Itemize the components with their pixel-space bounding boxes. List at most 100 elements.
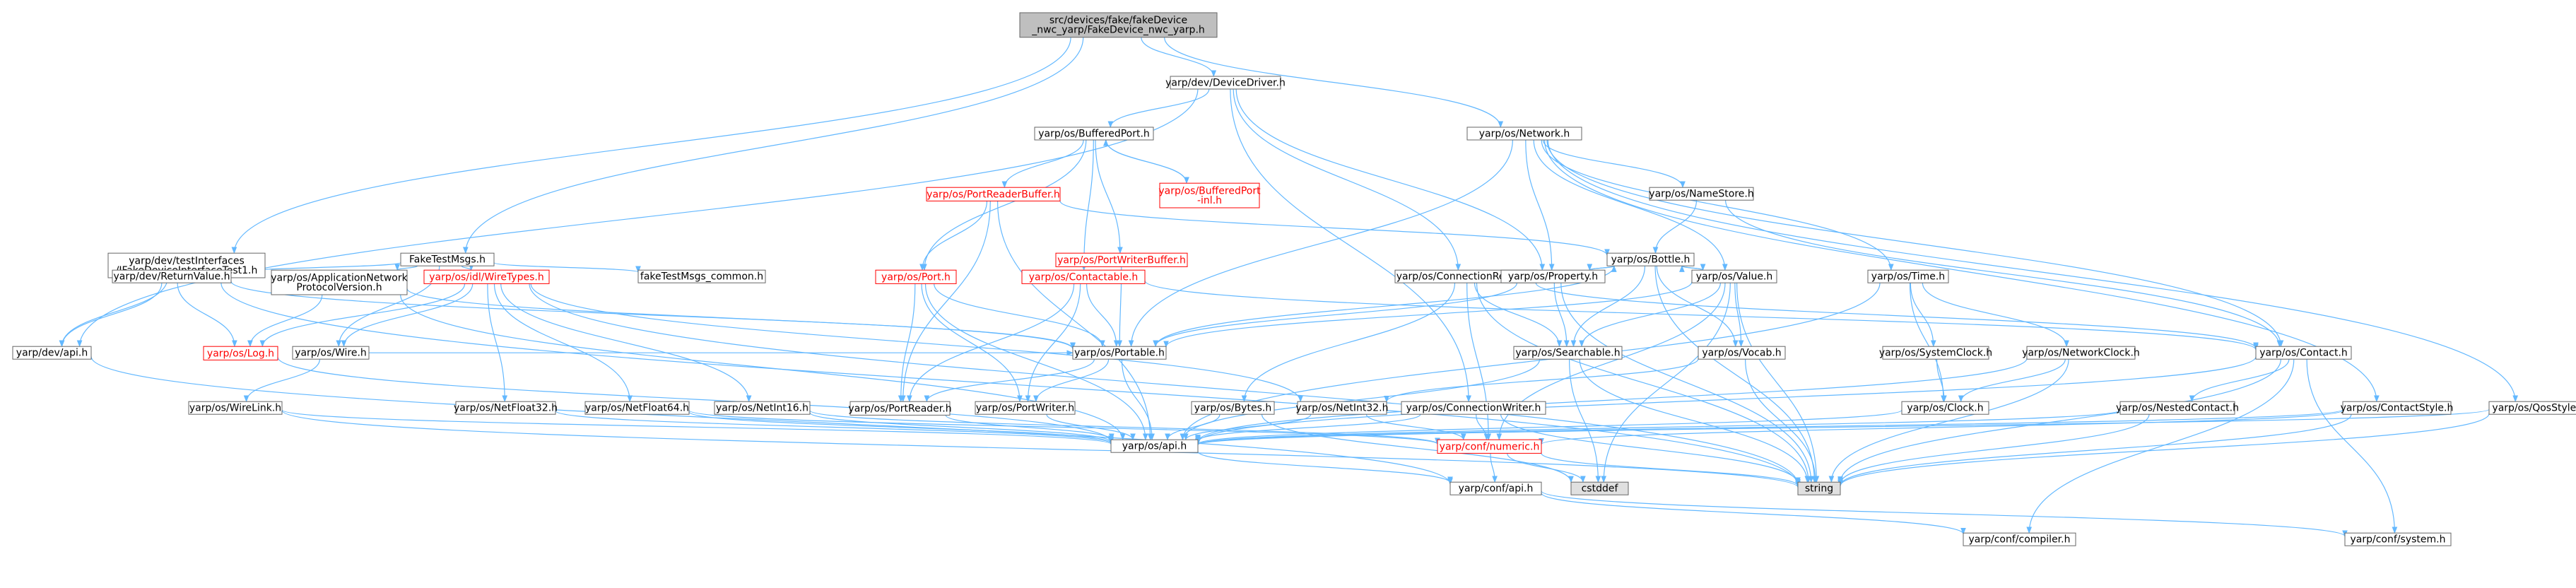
edge-network-to-contactstyle	[1544, 139, 2380, 403]
node-namestore[interactable]: yarp/os/NameStore.h	[1649, 187, 1754, 201]
node-portwriterbuffer[interactable]: yarp/os/PortWriterBuffer.h	[1055, 252, 1188, 267]
node-label: yarp/os/NetFloat64.h	[585, 403, 689, 414]
node-cstddef[interactable]: cstddef	[1570, 481, 1629, 495]
node-confapi[interactable]: yarp/conf/api.h	[1449, 481, 1542, 495]
edge-clock-to-osapi	[1195, 409, 1902, 445]
node-root[interactable]: src/devices/fake/fakeDevice_nwc_yarp/Fak…	[1019, 12, 1218, 38]
edge-connectionwriter-to-numeric	[1476, 414, 1490, 441]
node-wiretypes[interactable]: yarp/os/idl/WireTypes.h	[423, 269, 550, 284]
node-nestedcontact[interactable]: yarp/os/NestedContact.h	[2116, 401, 2239, 415]
edge-connectionreader-to-bytes	[1241, 283, 1456, 403]
edge-contactable-to-portwriter	[1025, 283, 1081, 403]
edge-nestedcontact-to-osapi	[1195, 409, 2121, 445]
node-time[interactable]: yarp/os/Time.h	[1867, 269, 1949, 283]
edge-network-to-contact	[1546, 139, 2284, 348]
node-box	[292, 346, 370, 360]
edge-time-to-networkclock	[1922, 283, 2069, 348]
node-box	[1021, 269, 1146, 284]
node-box	[1191, 401, 1275, 415]
node-label: yarp/os/SystemClock.h	[1879, 348, 1992, 359]
node-log[interactable]: yarp/os/Log.h	[203, 346, 278, 360]
edge-wiretypes-to-netint16	[500, 283, 752, 403]
node-box	[1797, 481, 1841, 495]
edge-portable-to-portreader	[924, 359, 1095, 403]
node-osapi[interactable]: yarp/os/api.h	[1110, 439, 1199, 453]
edge-bottle-to-vocab	[1656, 266, 1739, 348]
edge-namestore-to-bottle	[1652, 200, 1698, 254]
edge-devicedriver-to-bufferedport	[1107, 88, 1210, 128]
node-box	[849, 401, 951, 416]
edge-bufferedport-to-contactable	[1081, 139, 1094, 271]
node-bottle[interactable]: yarp/os/Bottle.h	[1606, 252, 1695, 266]
node-devicedriver[interactable]: yarp/dev/DeviceDriver.h	[1165, 76, 1286, 90]
node-box	[12, 346, 92, 360]
node-netfloat32[interactable]: yarp/os/NetFloat32.h	[454, 401, 558, 415]
node-system[interactable]: yarp/conf/system.h	[2344, 532, 2452, 546]
node-value[interactable]: yarp/os/Value.h	[1691, 269, 1777, 283]
node-network[interactable]: yarp/os/Network.h	[1466, 127, 1582, 141]
node-box	[2344, 532, 2452, 546]
edge-faketestmsgs-to-appnet	[394, 264, 418, 271]
node-contactable[interactable]: yarp/os/Contactable.h	[1021, 269, 1146, 284]
edge-port-to-osapi	[924, 283, 1148, 441]
node-string[interactable]: string	[1797, 481, 1841, 495]
edge-connectionreader-to-numeric	[1466, 283, 1492, 441]
node-wirelink[interactable]: yarp/os/WireLink.h	[188, 401, 283, 415]
node-vocab[interactable]: yarp/os/Vocab.h	[1698, 346, 1786, 360]
node-appnet[interactable]: yarp/os/ApplicationNetworkProtocolVersio…	[271, 269, 408, 295]
edge-portreaderbuffer-to-osapi	[997, 201, 1153, 441]
node-clock[interactable]: yarp/os/Clock.h	[1901, 401, 1989, 415]
node-bufferedport_inl[interactable]: yarp/os/BufferedPort-inl.h	[1158, 182, 1261, 208]
node-compiler[interactable]: yarp/conf/compiler.h	[1963, 532, 2076, 546]
node-qosstyle[interactable]: yarp/os/QosStyle.h	[2488, 401, 2576, 415]
node-netint16[interactable]: yarp/os/NetInt16.h	[714, 401, 811, 415]
node-box	[1882, 346, 1989, 360]
node-label: yarp/os/ConnectionWriter.h	[1406, 403, 1541, 414]
node-networkclock[interactable]: yarp/os/NetworkClock.h	[2022, 346, 2140, 360]
node-label: yarp/conf/compiler.h	[1969, 534, 2071, 546]
node-netint32[interactable]: yarp/os/NetInt32.h	[1295, 401, 1389, 415]
node-wire[interactable]: yarp/os/Wire.h	[292, 346, 370, 360]
node-contactstyle[interactable]: yarp/os/ContactStyle.h	[2341, 401, 2454, 415]
edge-netfloat32-to-osapi	[555, 410, 1114, 445]
node-label: string	[1805, 483, 1833, 495]
node-returnvalue[interactable]: yarp/dev/ReturnValue.h	[112, 269, 232, 283]
node-systemclock[interactable]: yarp/os/SystemClock.h	[1879, 346, 1992, 360]
node-portable[interactable]: yarp/os/Portable.h	[1072, 346, 1167, 360]
edge-qosstyle-to-osapi	[1195, 408, 2490, 446]
edge-root-to-faketestmsgs	[463, 37, 1084, 254]
node-bufferedport[interactable]: yarp/os/BufferedPort.h	[1034, 127, 1154, 141]
node-property[interactable]: yarp/os/Property.h	[1500, 269, 1606, 283]
node-label: yarp/os/ApplicationNetwork	[271, 272, 408, 283]
node-portreaderbuffer[interactable]: yarp/os/PortReaderBuffer.h	[926, 187, 1061, 201]
node-contact[interactable]: yarp/os/Contact.h	[2255, 346, 2352, 360]
edge-namestore-to-contact	[1725, 200, 2283, 348]
edge-numeric-to-cstddef	[1507, 453, 1586, 483]
node-netfloat64[interactable]: yarp/os/NetFloat64.h	[584, 401, 690, 415]
node-devapi[interactable]: yarp/dev/api.h	[12, 346, 92, 360]
node-label: yarp/os/Clock.h	[1907, 403, 1983, 414]
node-label: yarp/os/NestedContact.h	[2116, 403, 2239, 414]
node-bytes[interactable]: yarp/os/Bytes.h	[1191, 401, 1275, 415]
node-connectionwriter[interactable]: yarp/os/ConnectionWriter.h	[1401, 401, 1546, 415]
edge-devapi-to-confapi	[90, 356, 1453, 486]
edge-portreaderbuffer-to-portreader	[900, 201, 991, 403]
edge-layer	[59, 37, 2518, 537]
node-searchable[interactable]: yarp/os/Searchable.h	[1513, 346, 1623, 360]
edge-bottle-to-string	[1654, 266, 1818, 483]
edge-bufferedport-to-port	[922, 139, 1087, 271]
node-numeric[interactable]: yarp/conf/numeric.h	[1437, 439, 1542, 454]
edge-searchable-to-string	[1579, 359, 1811, 483]
node-label: yarp/os/Port.h	[881, 271, 951, 283]
node-label: fakeTestMsgs_common.h	[640, 271, 763, 283]
edge-contactstyle-to-string	[1837, 414, 2352, 486]
edge-returnvalue-to-string	[220, 283, 1801, 487]
node-portwriter[interactable]: yarp/os/PortWriter.h	[975, 401, 1076, 415]
node-portreader[interactable]: yarp/os/PortReader.h	[848, 401, 952, 416]
edge-contact-to-system	[2306, 359, 2398, 534]
edge-bufferedport-to-portwriterbuffer	[1095, 139, 1123, 254]
edge-value-to-cstddef	[1601, 283, 1731, 483]
node-faketestmsgs_common[interactable]: fakeTestMsgs_common.h	[637, 269, 766, 283]
node-faketestmsgs[interactable]: FakeTestMsgs.h	[400, 252, 495, 266]
node-port[interactable]: yarp/os/Port.h	[875, 269, 957, 284]
